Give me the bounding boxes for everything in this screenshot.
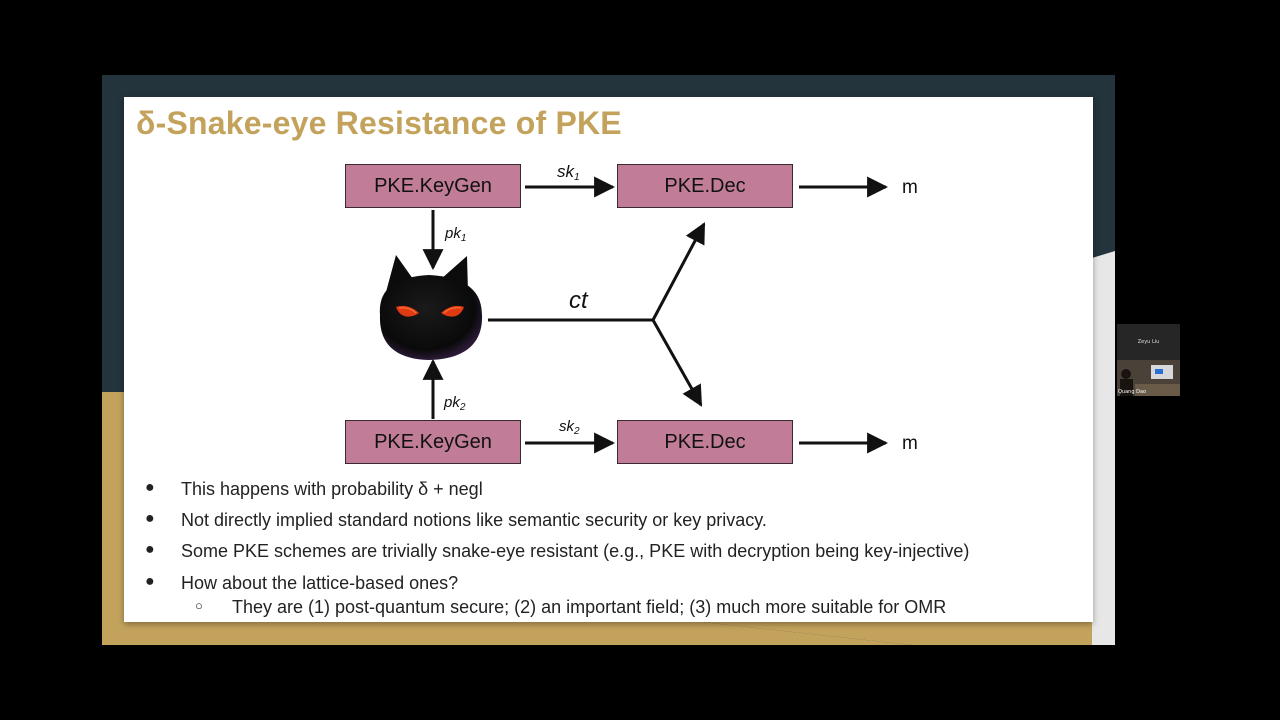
bullet-item: ● Some PKE schemes are trivially snake-e…: [124, 541, 1093, 565]
bullet-dot: ●: [145, 510, 155, 527]
slide: δ-Snake-eye Resistance of PKE: [124, 97, 1093, 622]
bullet-item: ● How about the lattice-based ones?: [124, 573, 1093, 597]
participant-video-panel[interactable]: Zeyu Liu Quang Dao: [1117, 324, 1180, 396]
keygen-top-label: PKE.KeyGen: [374, 174, 492, 197]
sk2-label: sk2: [559, 418, 580, 437]
sub-bullet-text: They are (1) post-quantum secure; (2) an…: [232, 597, 947, 617]
dec-top-label: PKE.Dec: [664, 174, 746, 197]
keygen-bottom-label: PKE.KeyGen: [374, 430, 492, 453]
output-m-top: m: [902, 177, 918, 198]
bullet-dot: ●: [145, 541, 155, 558]
demon-cat-icon: [379, 255, 483, 360]
bullet-dot: ●: [145, 573, 155, 590]
ct-label: ct: [569, 287, 588, 314]
bullet-item: ● This happens with probability δ + negl: [124, 479, 1093, 503]
diagram-arrows: [379, 176, 889, 454]
sub-bullet-item: ○ They are (1) post-quantum secure; (2) …: [124, 597, 1093, 621]
bullet-text: Some PKE schemes are trivially snake-eye…: [181, 541, 970, 561]
speaker-name: Zeyu Liu: [1137, 339, 1160, 345]
ct-arrow-bottom: [651, 319, 703, 407]
ct-arrow-top: [651, 222, 706, 321]
slide-title: δ-Snake-eye Resistance of PKE: [136, 105, 622, 141]
speaker-tile[interactable]: Zeyu Liu: [1117, 324, 1180, 360]
bullet-text: This happens with probability δ + negl: [181, 479, 483, 499]
camera-feed-image: [1117, 360, 1180, 396]
keygen-box-bottom: PKE.KeyGen: [345, 420, 521, 464]
pk1-label: pk1: [445, 225, 467, 244]
dec-box-top: PKE.Dec: [617, 164, 793, 208]
bullet-dot: ●: [145, 479, 155, 496]
bullet-item: ● Not directly implied standard notions …: [124, 510, 1093, 534]
pk2-label: pk2: [444, 394, 466, 413]
output-m-bottom: m: [902, 433, 918, 454]
bullet-text: Not directly implied standard notions li…: [181, 510, 767, 530]
keygen-box-top: PKE.KeyGen: [345, 164, 521, 208]
camera-tile[interactable]: Quang Dao: [1117, 360, 1180, 396]
camera-name: Quang Dao: [1118, 389, 1147, 395]
dec-box-bottom: PKE.Dec: [617, 420, 793, 464]
sk1-label: sk1: [557, 162, 580, 183]
sub-bullet-circle: ○: [195, 598, 203, 613]
bullet-text: How about the lattice-based ones?: [181, 573, 459, 593]
slide-background-decoration: [102, 251, 1115, 645]
dec-bottom-label: PKE.Dec: [664, 430, 746, 453]
